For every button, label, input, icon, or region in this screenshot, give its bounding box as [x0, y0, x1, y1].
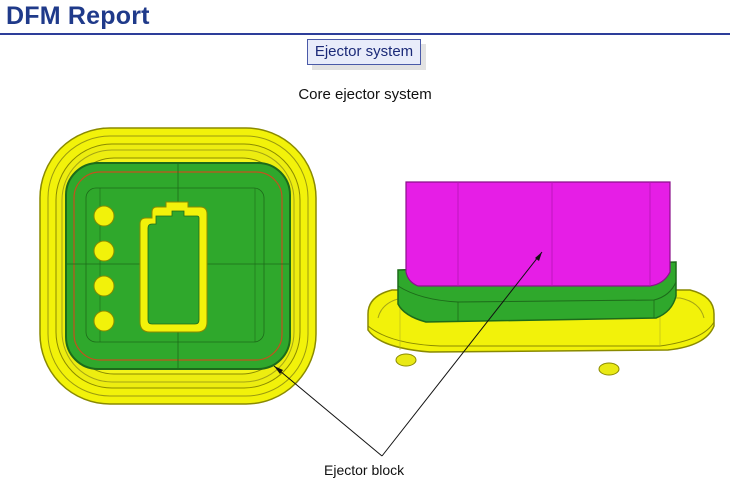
title-divider: [0, 33, 730, 35]
ejector-holes: [93, 205, 115, 332]
report-title: DFM Report: [6, 2, 150, 30]
ejector-block-label: Ejector block: [324, 462, 405, 478]
ejector-hole: [93, 310, 115, 332]
iso-view: [367, 181, 715, 376]
magenta-core: [405, 181, 671, 287]
callout-leaders: [273, 251, 543, 457]
ejector-pin-foot: [598, 362, 620, 376]
ejector-hole: [93, 275, 115, 297]
ejector-hole: [93, 240, 115, 262]
battery-outline: [139, 201, 208, 333]
top-view: [39, 127, 317, 405]
ejector-system-button[interactable]: Ejector system: [307, 39, 421, 65]
ejector-pin-foot: [395, 353, 417, 367]
figure-caption: Core ejector system: [298, 86, 432, 103]
ejector-hole: [93, 205, 115, 227]
